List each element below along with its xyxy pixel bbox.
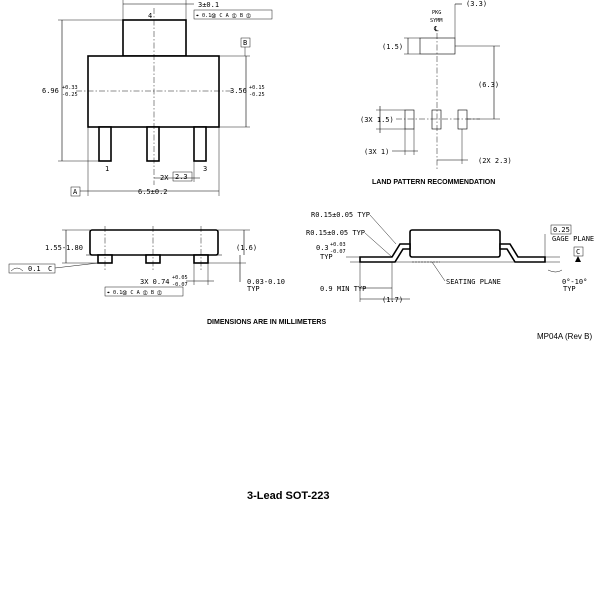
lead-angle: 0°-10°	[562, 278, 587, 286]
flatness-value: 0.1	[28, 265, 41, 273]
lead-1	[98, 126, 112, 162]
lead-width-tol-minus: -0.07	[172, 282, 188, 288]
package-body	[87, 55, 220, 128]
radius-top: R0.15±0.05 TYP	[311, 211, 370, 219]
tab-pin-number: 4	[148, 12, 152, 20]
detail-lead-right	[499, 243, 546, 263]
lead-3	[193, 126, 207, 162]
pad-pitch: (2X 2.3)	[478, 157, 512, 165]
min-length: 0.9 MIN TYP	[320, 285, 366, 293]
pkg-label-2: SYMM	[430, 18, 443, 24]
body-width-right-tol-plus: +0.15	[249, 85, 265, 91]
body-height-tol-minus: -0.25	[62, 92, 78, 98]
pkg-label-1: PKG	[432, 10, 441, 16]
seating-plane: SEATING PLANE	[446, 278, 501, 286]
pitch-count: 2X	[160, 174, 169, 182]
side-height-right: (1.6)	[236, 244, 257, 252]
lead-thickness-tol-minus: -0.07	[330, 249, 346, 255]
body-width-right-tol-minus: -0.25	[249, 92, 265, 98]
side-body	[89, 229, 219, 256]
foot-length: (1.7)	[382, 296, 403, 304]
tab-lead	[122, 19, 187, 57]
body-width-right: 3.56	[230, 87, 247, 95]
side-view: 1.55-1.80 (1.6) 0.1 C 0.03-0.10 TYP 3X 0…	[8, 226, 285, 297]
tab-fcf: ⌖ 0.1Ⓜ C A Ⓢ B Ⓢ	[196, 13, 251, 19]
top-height: (3.3)	[466, 0, 487, 8]
package-title: 3-Lead SOT-223	[247, 490, 330, 502]
overall-width: 6.5±0.2	[138, 188, 168, 196]
pad-1	[404, 109, 415, 130]
datum-b: B	[243, 39, 247, 47]
pad-span: (6.3)	[478, 81, 499, 89]
datum-a: A	[73, 188, 78, 196]
tab-width-label: 3±0.1	[198, 1, 219, 9]
tab-pad-height: (1.5)	[382, 43, 403, 51]
radius-bottom: R0.15±0.05 TYP	[306, 229, 365, 237]
detail-body	[409, 229, 501, 258]
datum-c: C	[576, 248, 580, 256]
lead-width-tol-plus: +0.05	[172, 275, 188, 281]
pin-1-label: 1	[105, 165, 109, 173]
tab-pad	[419, 37, 456, 55]
pad-height: (3X 1.5)	[360, 116, 394, 124]
pitch-value: 2.3	[175, 173, 188, 181]
standoff-typ: TYP	[247, 285, 260, 293]
land-pattern: PKG SYMM ℄ (3.3) (1.5) (6.3) (3X 1.5) (3…	[360, 0, 512, 186]
land-pattern-caption: LAND PATTERN RECOMMENDATION	[372, 179, 495, 186]
lead-fcf: ⌖ 0.1Ⓜ C A Ⓢ B Ⓢ	[107, 290, 162, 296]
lead-2	[146, 126, 160, 162]
pkg-centerline: ℄	[433, 25, 439, 33]
flatness-datum: C	[48, 265, 52, 273]
lead-angle-typ: TYP	[563, 285, 576, 293]
standoff-value: 0.03-0.10	[247, 278, 285, 286]
pad-width: (3X 1)	[364, 148, 389, 156]
lead-thickness-tol-plus: +0.03	[330, 242, 346, 248]
lead-detail: R0.15±0.05 TYP R0.15±0.05 TYP 0.3 +0.03 …	[306, 211, 594, 304]
pad-2	[431, 109, 442, 130]
dimensions-note: DIMENSIONS ARE IN MILLIMETERS	[207, 319, 326, 326]
pad-3	[457, 109, 468, 130]
gage-value: 0.25	[553, 226, 570, 234]
pin-3-label: 3	[203, 165, 207, 173]
detail-lead-left	[359, 243, 411, 263]
revision-label: MP04A (Rev B)	[537, 332, 592, 341]
top-view: 3±0.1 4 ⌖ 0.1Ⓜ C A Ⓢ B Ⓢ B 6.96 +0.33 -0…	[42, 0, 273, 197]
lead-thickness: 0.3	[316, 244, 329, 252]
lead-thickness-typ: TYP	[320, 253, 333, 261]
body-height: 6.96	[42, 87, 59, 95]
lead-width: 3X 0.74	[140, 278, 170, 286]
gage-plane-label: GAGE PLANE	[552, 235, 594, 243]
body-height-tol-plus: +0.33	[62, 85, 78, 91]
side-height: 1.55-1.80	[45, 244, 83, 252]
